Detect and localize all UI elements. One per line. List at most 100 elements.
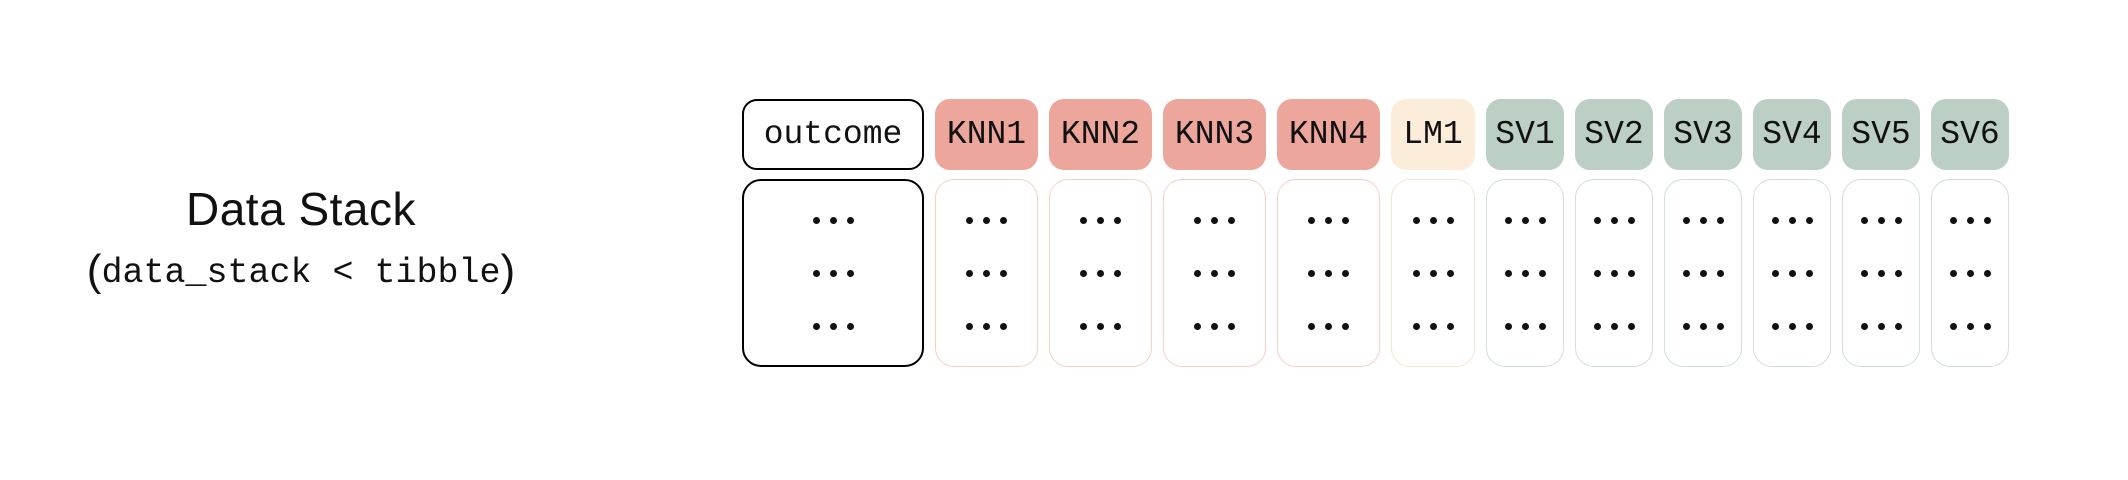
ellipsis-dot — [1325, 269, 1332, 277]
ellipsis-dot — [829, 216, 837, 224]
ellipsis-dot — [1983, 269, 1991, 277]
ellipsis-dot — [1521, 269, 1529, 277]
ellipsis-dot — [1788, 216, 1796, 224]
caption-code: data_stack < tibble — [101, 253, 501, 293]
column-header-sv4: SV4 — [1753, 99, 1831, 170]
ellipsis-row — [936, 322, 1037, 330]
ellipsis-dot — [1097, 216, 1104, 224]
column-header-label-knn2: KNN2 — [1060, 116, 1141, 153]
column-body-sv6 — [1931, 179, 2009, 367]
ellipsis-row — [1487, 269, 1563, 277]
column-header-label-sv3: SV3 — [1673, 116, 1733, 153]
ellipsis-dot — [1429, 216, 1437, 224]
ellipsis-row — [744, 269, 922, 277]
ellipsis-dot — [812, 322, 820, 330]
column-knn4: KNN4 — [1277, 99, 1380, 367]
column-header-sv1: SV1 — [1486, 99, 1564, 170]
ellipsis-dot — [1000, 322, 1007, 330]
column-header-label-lm1: LM1 — [1403, 116, 1463, 153]
column-header-sv2: SV2 — [1575, 99, 1653, 170]
ellipsis-dot — [966, 216, 973, 224]
column-header-label-sv6: SV6 — [1940, 116, 2000, 153]
ellipsis-dot — [1412, 269, 1420, 277]
column-header-label-knn3: KNN3 — [1174, 116, 1255, 153]
ellipsis-dot — [1771, 322, 1779, 330]
column-body-sv4 — [1753, 179, 1831, 367]
column-body-lm1 — [1391, 179, 1475, 367]
column-header-sv5: SV5 — [1842, 99, 1920, 170]
ellipsis-row — [936, 269, 1037, 277]
ellipsis-dot — [1000, 216, 1007, 224]
column-body-knn3 — [1163, 179, 1266, 367]
ellipsis-row — [1665, 269, 1741, 277]
ellipsis-dot — [1521, 322, 1529, 330]
column-body-knn4 — [1277, 179, 1380, 367]
ellipsis-dot — [1805, 269, 1813, 277]
ellipsis-dot — [1771, 216, 1779, 224]
ellipsis-dot — [1627, 322, 1635, 330]
ellipsis-dot — [1716, 322, 1724, 330]
ellipsis-dot — [1325, 322, 1332, 330]
ellipsis-dot — [1699, 269, 1707, 277]
ellipsis-dot — [1610, 322, 1618, 330]
ellipsis-dot — [1080, 216, 1087, 224]
ellipsis-dot — [1949, 216, 1957, 224]
ellipsis-row — [1278, 322, 1379, 330]
ellipsis-dot — [1504, 322, 1512, 330]
column-header-sv6: SV6 — [1931, 99, 2009, 170]
ellipsis-dot — [1080, 269, 1087, 277]
column-knn3: KNN3 — [1163, 99, 1266, 367]
ellipsis-dot — [1593, 269, 1601, 277]
ellipsis-dot — [1342, 216, 1349, 224]
column-header-knn1: KNN1 — [935, 99, 1038, 170]
ellipsis-dot — [1504, 269, 1512, 277]
ellipsis-dot — [846, 216, 854, 224]
ellipsis-dot — [1308, 322, 1315, 330]
column-outcome: outcome — [742, 99, 924, 367]
ellipsis-row — [1843, 216, 1919, 224]
ellipsis-dot — [1114, 216, 1121, 224]
ellipsis-dot — [1593, 322, 1601, 330]
column-sv3: SV3 — [1664, 99, 1742, 367]
ellipsis-dot — [1699, 322, 1707, 330]
column-sv1: SV1 — [1486, 99, 1564, 367]
column-header-label-sv1: SV1 — [1495, 116, 1555, 153]
ellipsis-dot — [1228, 216, 1235, 224]
ellipsis-dot — [1877, 216, 1885, 224]
ellipsis-row — [1050, 216, 1151, 224]
ellipsis-dot — [1593, 216, 1601, 224]
ellipsis-dot — [1194, 216, 1201, 224]
ellipsis-dot — [1342, 322, 1349, 330]
ellipsis-dot — [1966, 269, 1974, 277]
column-sv4: SV4 — [1753, 99, 1831, 367]
ellipsis-dot — [1538, 322, 1546, 330]
ellipsis-dot — [1446, 322, 1454, 330]
ellipsis-row — [1754, 322, 1830, 330]
ellipsis-dot — [1983, 216, 1991, 224]
ellipsis-dot — [846, 322, 854, 330]
ellipsis-dot — [1342, 269, 1349, 277]
ellipsis-dot — [1716, 269, 1724, 277]
column-sv2: SV2 — [1575, 99, 1653, 367]
ellipsis-row — [1576, 322, 1652, 330]
ellipsis-row — [1932, 269, 2008, 277]
ellipsis-row — [1278, 216, 1379, 224]
column-body-sv5 — [1842, 179, 1920, 367]
ellipsis-dot — [1194, 322, 1201, 330]
column-body-sv2 — [1575, 179, 1653, 367]
column-body-sv1 — [1486, 179, 1564, 367]
ellipsis-dot — [1211, 322, 1218, 330]
ellipsis-dot — [1983, 322, 1991, 330]
ellipsis-dot — [1429, 322, 1437, 330]
ellipsis-dot — [1114, 269, 1121, 277]
ellipsis-dot — [1114, 322, 1121, 330]
column-header-label-knn1: KNN1 — [946, 116, 1027, 153]
ellipsis-dot — [1538, 269, 1546, 277]
column-header-label-sv5: SV5 — [1851, 116, 1911, 153]
ellipsis-dot — [983, 269, 990, 277]
ellipsis-row — [1576, 216, 1652, 224]
column-sv5: SV5 — [1842, 99, 1920, 367]
ellipsis-dot — [1771, 269, 1779, 277]
ellipsis-row — [1050, 269, 1151, 277]
